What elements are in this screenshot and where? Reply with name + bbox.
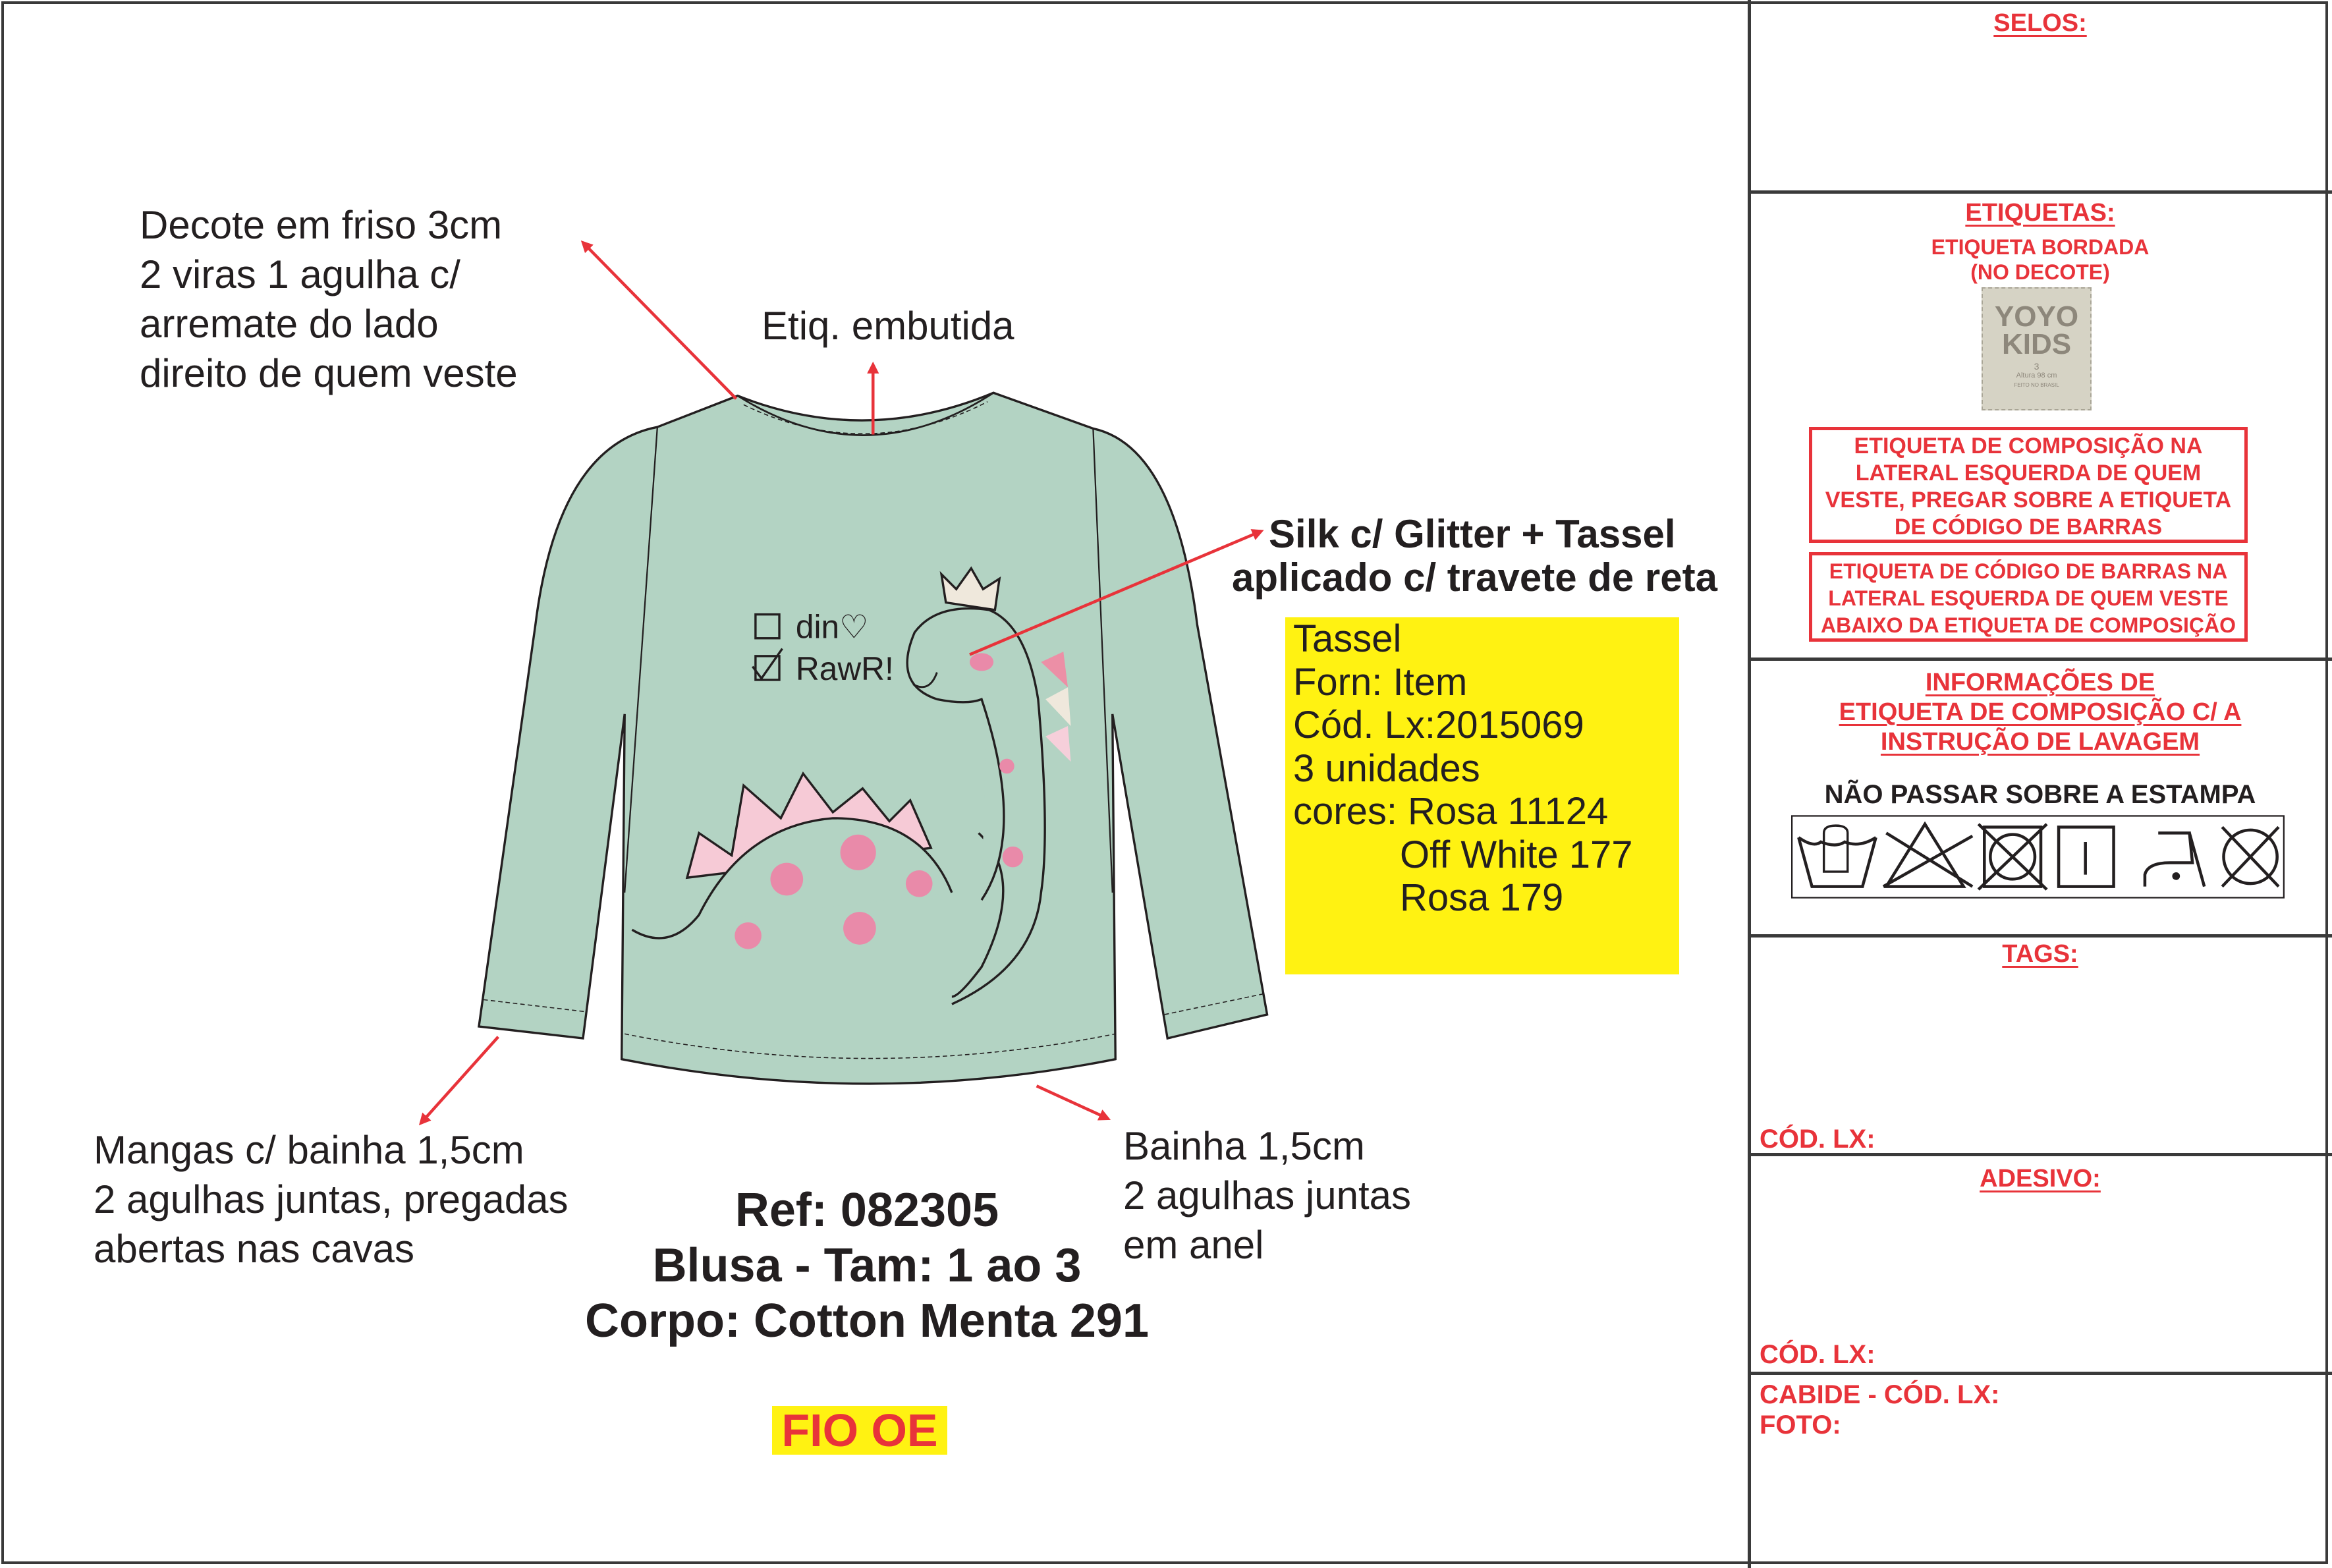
label-brand-line: YOYO bbox=[1994, 300, 2079, 333]
label-origin: FEITO NO BRASIL bbox=[2014, 382, 2059, 388]
tassel-offwhite bbox=[1045, 687, 1071, 726]
tassel-pink bbox=[1041, 652, 1068, 688]
print-text-rawr: RawR! bbox=[796, 650, 894, 687]
note-line: 2 agulhas juntas, pregadas bbox=[94, 1177, 569, 1221]
etiquetas-heading: ETIQUETAS: bbox=[1965, 199, 2115, 227]
barcode-label-box: ETIQUETA DE CÓDIGO DE BARRAS NA LATERAL … bbox=[1809, 552, 2248, 642]
product-name: Blusa - Tam: 1 ao 3 bbox=[652, 1239, 1082, 1292]
note-line: DE CÓDIGO DE BARRAS bbox=[1894, 515, 2163, 540]
tassel-info-box: Tassel Forn: Item Cód. Lx:2015069 3 unid… bbox=[1285, 617, 1679, 974]
checkbox-checked-icon bbox=[754, 655, 781, 681]
hanger-info: CABIDE - CÓD. LX: FOTO: bbox=[1760, 1380, 1999, 1440]
callout-arrows bbox=[418, 240, 1264, 1126]
do-not-bleach-icon bbox=[1882, 821, 1974, 888]
tassel-line: Forn: Item bbox=[1293, 660, 1468, 704]
label-brand-line: KIDS bbox=[2001, 328, 2072, 360]
care-symbols bbox=[1791, 815, 2285, 899]
note-line: Mangas c/ bainha 1,5cm bbox=[94, 1128, 524, 1172]
divider bbox=[1748, 1372, 2332, 1375]
arrow-neckline bbox=[580, 240, 738, 400]
hand-wash-icon bbox=[1797, 824, 1877, 888]
note-line: LATERAL ESQUERDA DE QUEM VESTE bbox=[1828, 586, 2229, 610]
note-line: 2 agulhas juntas bbox=[1123, 1173, 1411, 1218]
divider bbox=[1748, 934, 2332, 938]
crown-icon bbox=[939, 566, 1001, 611]
selos-heading: SELOS: bbox=[1993, 9, 2087, 37]
dino-print: din♡ RawR! bbox=[631, 566, 1071, 1005]
note-line: ETIQUETA BORDADA bbox=[1931, 235, 2150, 259]
no-iron-warning: NÃO PASSAR SOBRE A ESTAMPA bbox=[1824, 780, 2256, 809]
shirt bbox=[478, 391, 1269, 1085]
tassel-line: Off White 177 bbox=[1400, 833, 1633, 876]
print-text-dino: din♡ bbox=[796, 609, 869, 646]
note-line: (NO DECOTE) bbox=[1970, 260, 2110, 284]
divider bbox=[1748, 658, 2332, 661]
note-line: Decote em friso 3cm bbox=[140, 203, 503, 247]
do-not-dry-clean-icon bbox=[2221, 826, 2280, 888]
note-line: LATERAL ESQUERDA DE QUEM bbox=[1855, 461, 2202, 486]
hanger-cod-lx: CABIDE - CÓD. LX: bbox=[1760, 1380, 2000, 1409]
tassel-line: cores: Rosa 11124 bbox=[1293, 790, 1609, 833]
tassel-line: Tassel bbox=[1293, 617, 1402, 660]
note-line: ETIQUETA DE COMPOSIÇÃO NA bbox=[1854, 434, 2203, 459]
tassel-line: Rosa 179 bbox=[1400, 876, 1564, 919]
yarn-badge: FIO OE bbox=[772, 1406, 947, 1455]
tags-heading: TAGS: bbox=[2002, 940, 2078, 968]
note-line: VESTE, PREGAR SOBRE A ETIQUETA bbox=[1825, 488, 2232, 513]
arrow-sleeve bbox=[418, 1036, 499, 1126]
heading-line: INSTRUÇÃO DE LAVAGEM bbox=[1880, 728, 2200, 756]
note-line: Silk c/ Glitter + Tassel bbox=[1269, 512, 1676, 556]
note-line: Bainha 1,5cm bbox=[1123, 1124, 1365, 1168]
note-label-inside: Etiq. embutida bbox=[762, 304, 1014, 348]
note-hem: Bainha 1,5cm 2 agulhas juntas em anel bbox=[1123, 1121, 1411, 1270]
note-line: ABAIXO DA ETIQUETA DE COMPOSIÇÃO bbox=[1821, 613, 2236, 637]
note-neckline: Decote em friso 3cm 2 viras 1 agulha c/ … bbox=[140, 200, 518, 398]
composition-label-box: ETIQUETA DE COMPOSIÇÃO NA LATERAL ESQUER… bbox=[1809, 427, 2248, 543]
heading-line: INFORMAÇÕES DE bbox=[1925, 669, 2155, 696]
product-fabric: Corpo: Cotton Menta 291 bbox=[585, 1295, 1149, 1347]
adesivo-cod-lx: CÓD. LX: bbox=[1760, 1340, 1875, 1369]
label-height: Altura 98 cm bbox=[2016, 372, 2057, 379]
tassel-line: 3 unidades bbox=[1293, 746, 1480, 790]
divider bbox=[1748, 190, 2332, 194]
note-line: em anel bbox=[1123, 1223, 1264, 1267]
brand-label-image: YOYO KIDS 3 Altura 98 cm FEITO NO BRASIL bbox=[1982, 287, 2092, 410]
heading-line: ETIQUETA DE COMPOSIÇÃO C/ A bbox=[1839, 698, 2242, 726]
tassel-light-pink bbox=[1045, 725, 1071, 762]
adesivo-heading: ADESIVO: bbox=[1980, 1165, 2101, 1192]
note-sleeves: Mangas c/ bainha 1,5cm 2 agulhas juntas,… bbox=[94, 1125, 569, 1274]
product-ref: Ref: 082305 bbox=[735, 1184, 999, 1237]
checkbox-empty-icon bbox=[754, 613, 781, 640]
label-size: 3 bbox=[2034, 361, 2040, 372]
note-line: ETIQUETA DE CÓDIGO DE BARRAS NA bbox=[1829, 559, 2228, 583]
tassel-line: Cód. Lx:2015069 bbox=[1293, 704, 1584, 746]
arrow-hem bbox=[1036, 1084, 1111, 1121]
note-print: Silk c/ Glitter + Tassel aplicado c/ tra… bbox=[1232, 512, 1717, 600]
photo-label: FOTO: bbox=[1760, 1411, 1841, 1440]
product-info: Ref: 082305 Blusa - Tam: 1 ao 3 Corpo: C… bbox=[538, 1183, 1196, 1349]
do-not-tumble-dry-icon bbox=[1977, 823, 2048, 891]
note-line: arremate do lado bbox=[140, 302, 439, 346]
note-line: abertas nas cavas bbox=[94, 1227, 414, 1271]
tags-cod-lx: CÓD. LX: bbox=[1760, 1125, 1875, 1154]
care-info-heading: INFORMAÇÕES DE ETIQUETA DE COMPOSIÇÃO C/… bbox=[1751, 668, 2329, 757]
line-dry-icon bbox=[2057, 826, 2115, 888]
divider bbox=[1748, 1153, 2332, 1156]
trims-panel bbox=[1748, 0, 2332, 1568]
arrow-print bbox=[969, 529, 1264, 656]
note-line: aplicado c/ travete de reta bbox=[1232, 555, 1717, 600]
note-line: direito de quem veste bbox=[140, 351, 518, 395]
note-line: 2 viras 1 agulha c/ bbox=[140, 252, 460, 296]
embroidered-label-note: ETIQUETA BORDADA (NO DECOTE) bbox=[1751, 235, 2329, 285]
